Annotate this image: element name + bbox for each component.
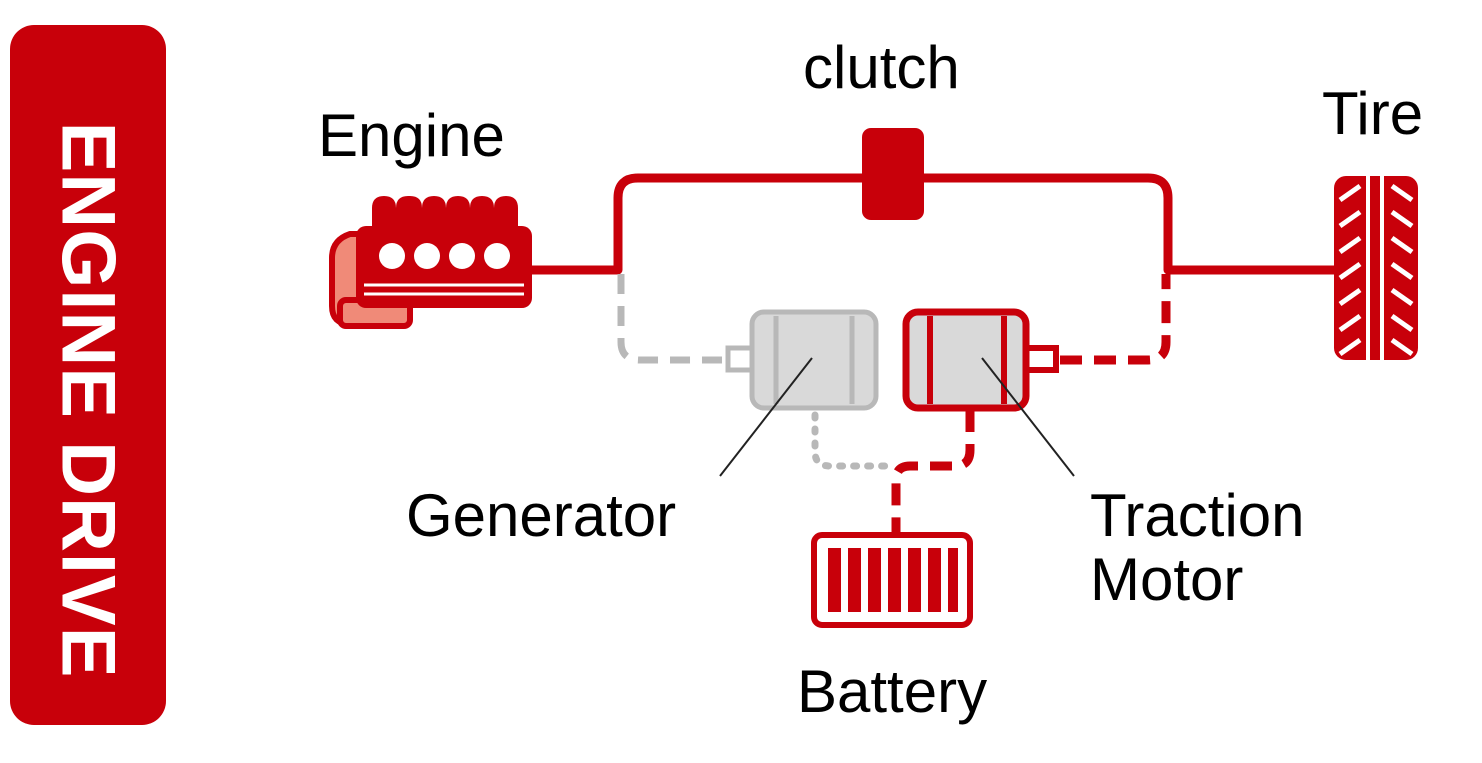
- engine-drive-banner: ENGINE DRIVE: [10, 25, 166, 725]
- traction-motor-label-line2: Motor: [1090, 546, 1244, 613]
- mechanical-drive-line: [530, 173, 1338, 275]
- battery-icon: [811, 532, 973, 628]
- clutch-label: clutch: [803, 34, 960, 101]
- battery-label: Battery: [797, 658, 988, 725]
- traction-motor-leader-line: [981, 357, 1075, 477]
- traction-motor-label: Traction Motor: [1090, 484, 1305, 612]
- clutch-icon: [862, 128, 924, 220]
- generator-icon: [725, 309, 879, 411]
- motor-drive-link: [1060, 274, 1171, 365]
- engine-label: Engine: [318, 102, 505, 169]
- traction-motor-icon: [902, 308, 1059, 412]
- engine-icon: [329, 196, 532, 329]
- tire-icon: [1334, 176, 1418, 360]
- generator-battery-link: [811, 411, 894, 470]
- tire-label: Tire: [1322, 80, 1424, 147]
- motor-battery-link: [891, 410, 975, 535]
- generator-leader-line: [719, 357, 813, 477]
- traction-motor-label-line1: Traction: [1090, 482, 1305, 549]
- generator-label: Generator: [406, 482, 677, 549]
- engine-generator-link: [617, 274, 730, 364]
